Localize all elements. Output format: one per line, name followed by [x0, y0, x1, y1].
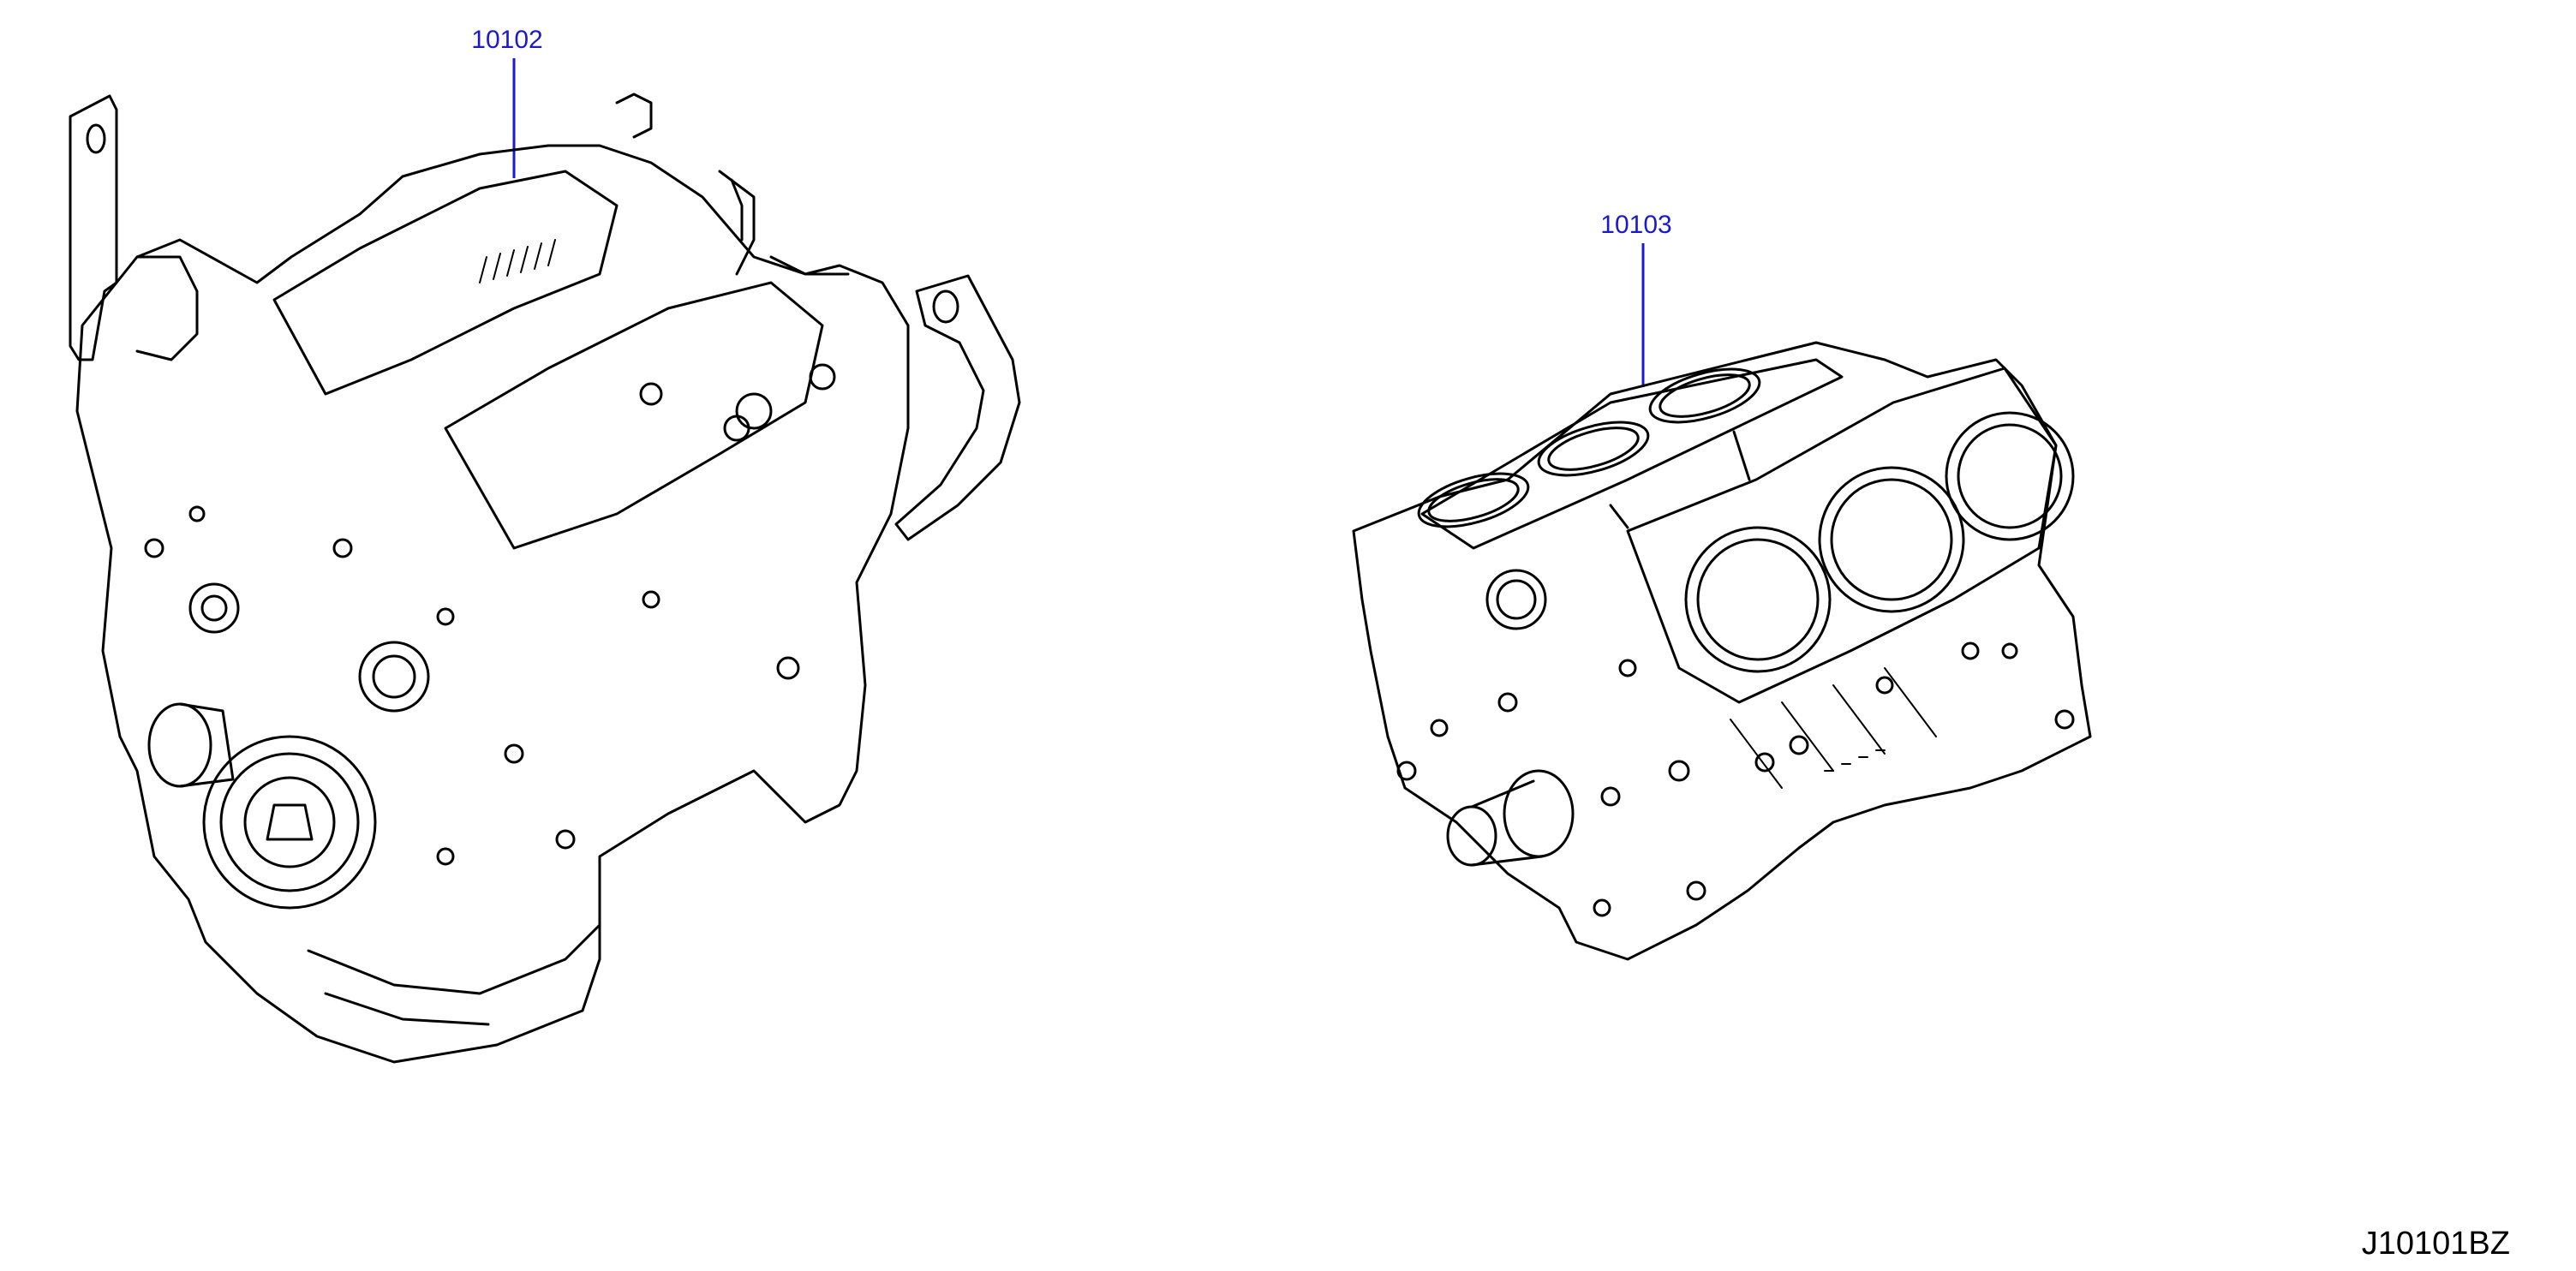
engine-assembly-illustration [69, 92, 1021, 1064]
callout-10103[interactable]: 10103 [1600, 211, 1672, 387]
callout-number-10102[interactable]: 10102 [471, 26, 542, 54]
callout-number-10103[interactable]: 10103 [1600, 211, 1671, 239]
callout-10102[interactable]: 10102 [471, 26, 543, 178]
short-block-illustration [1352, 341, 2092, 961]
diagram-code: J10101BZ [2362, 1226, 2510, 1262]
